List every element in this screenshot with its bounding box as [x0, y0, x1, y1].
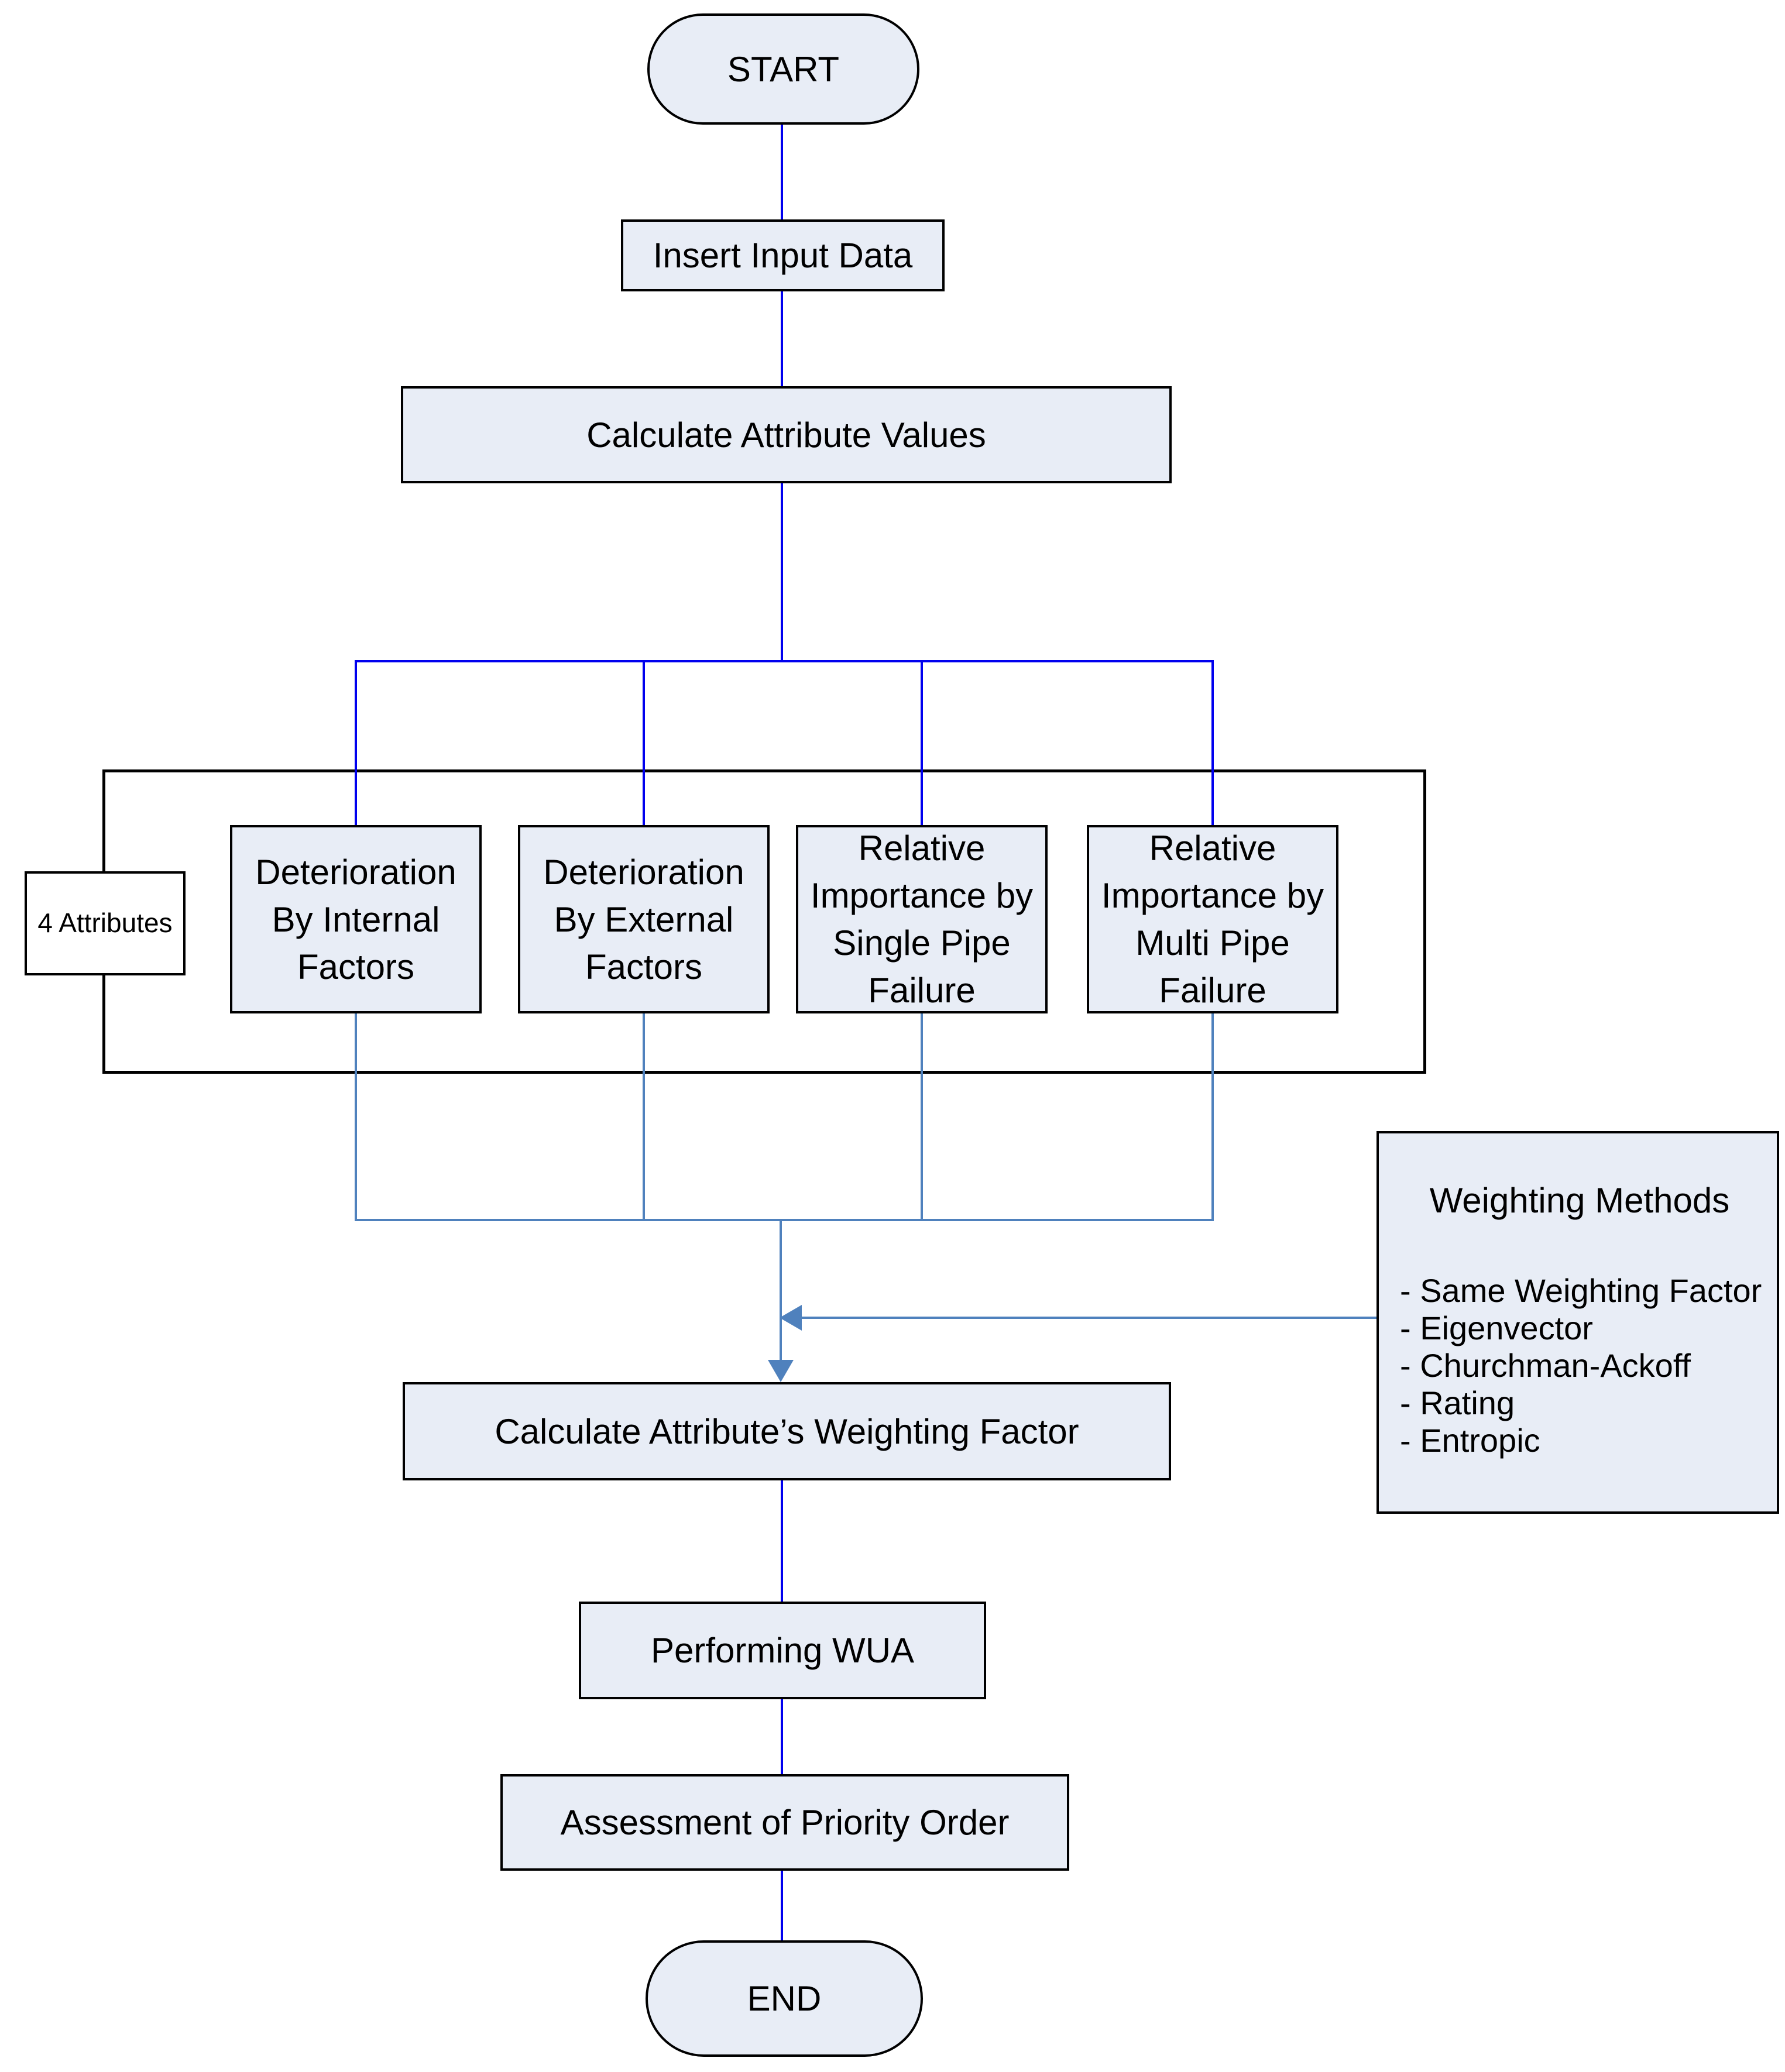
weighting-method-item: - Entropic — [1400, 1422, 1540, 1459]
calculate-weighting-factor-box: Calculate Attribute’s Weighting Factor — [403, 1382, 1171, 1480]
attributes-count-box: 4 Attributes — [25, 871, 186, 975]
converge-horizontal-line — [355, 1219, 1214, 1221]
insert-input-data-label: Insert Input Data — [653, 236, 913, 275]
branch-drop-internal — [355, 660, 357, 827]
connector-start-to-insert — [781, 122, 783, 222]
weighting-methods-title: Weighting Methods — [1429, 1181, 1730, 1220]
converge-drop-singlepipe — [921, 1013, 923, 1221]
connector-performing-to-assessment — [781, 1697, 783, 1777]
start-terminator: START — [647, 13, 919, 125]
attribute-box-multi-pipe: Relative Importance by Multi Pipe Failur… — [1087, 825, 1338, 1013]
weighting-method-item: - Same Weighting Factor — [1400, 1272, 1762, 1309]
connector-insert-to-calcvalues — [781, 289, 783, 389]
start-label: START — [727, 49, 840, 89]
branch-drop-singlepipe — [921, 660, 923, 827]
assessment-priority-order-label: Assessment of Priority Order — [560, 1803, 1010, 1842]
assessment-priority-order-box: Assessment of Priority Order — [500, 1774, 1069, 1871]
branch-horizontal-line — [355, 660, 1214, 662]
attribute-internal-label: Deterioration By Internal Factors — [255, 852, 456, 987]
attributes-count-label: 4 Attributes — [37, 908, 173, 939]
converge-drop-internal — [355, 1013, 357, 1221]
weighting-arrow-line — [798, 1317, 1378, 1319]
attribute-multipipe-label: Relative Importance by Multi Pipe Failur… — [1101, 829, 1324, 1010]
attribute-singlepipe-label: Relative Importance by Single Pipe Failu… — [810, 829, 1034, 1010]
end-terminator: END — [646, 1940, 923, 2057]
insert-input-data-box: Insert Input Data — [621, 219, 945, 291]
converge-center-drop — [780, 1219, 782, 1363]
arrow-down-icon — [768, 1360, 794, 1382]
weighting-methods-box: Weighting Methods - Same Weighting Facto… — [1376, 1131, 1779, 1514]
attribute-external-label: Deterioration By External Factors — [543, 852, 744, 987]
connector-assessment-to-end — [781, 1868, 783, 1943]
branch-drop-external — [643, 660, 645, 827]
converge-drop-multipipe — [1211, 1013, 1214, 1221]
weighting-method-item: - Eigenvector — [1400, 1310, 1593, 1346]
branch-drop-multipipe — [1211, 660, 1214, 827]
connector-calcweight-to-performing — [781, 1479, 783, 1603]
attribute-box-internal-factors: Deterioration By Internal Factors — [230, 825, 482, 1013]
performing-wua-box: Performing WUA — [579, 1602, 986, 1699]
calculate-weighting-factor-label: Calculate Attribute’s Weighting Factor — [495, 1411, 1079, 1451]
end-label: END — [747, 1979, 822, 2018]
converge-drop-external — [643, 1013, 645, 1221]
connector-calcvalues-to-branch — [781, 481, 783, 662]
weighting-method-item: - Churchman-Ackoff — [1400, 1347, 1691, 1384]
attribute-box-single-pipe: Relative Importance by Single Pipe Failu… — [796, 825, 1048, 1013]
attribute-box-external-factors: Deterioration By External Factors — [518, 825, 770, 1013]
weighting-method-item: - Rating — [1400, 1384, 1515, 1421]
performing-wua-label: Performing WUA — [650, 1631, 915, 1670]
calculate-attribute-values-box: Calculate Attribute Values — [401, 386, 1172, 483]
arrow-left-icon — [780, 1305, 802, 1331]
weighting-methods-list: - Same Weighting Factor - Eigenvector - … — [1400, 1272, 1762, 1459]
calculate-attribute-values-label: Calculate Attribute Values — [586, 415, 986, 455]
